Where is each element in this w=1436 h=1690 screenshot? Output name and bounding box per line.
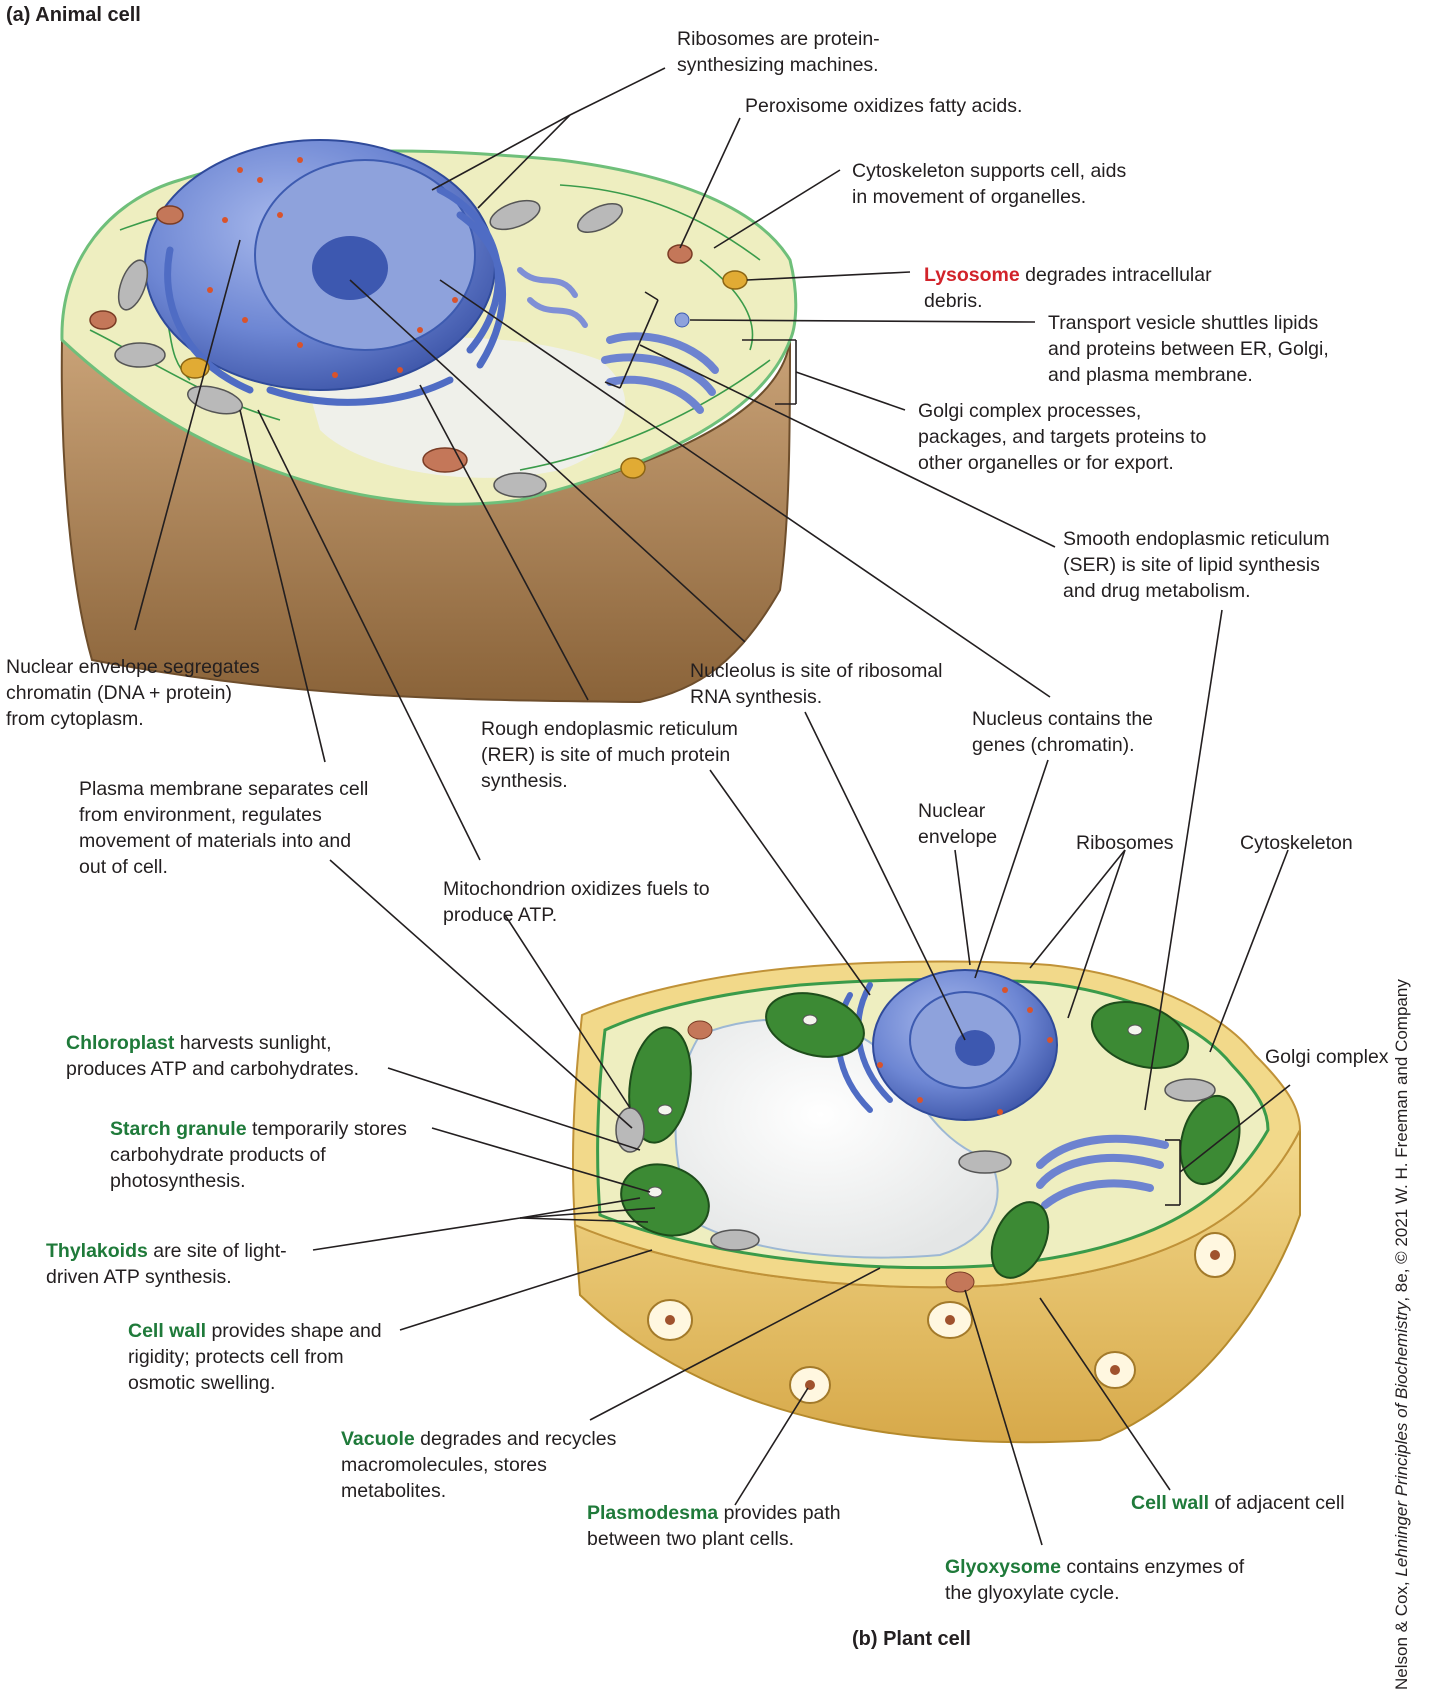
animal-ser — [517, 267, 588, 328]
label-mitochondrion: Mitochondrion oxidizes fuels to produce … — [443, 878, 710, 926]
label-smooth-er: Smooth endoplasmic reticulum (SER) is si… — [1063, 528, 1330, 602]
animal-transport-vesicle — [674, 312, 690, 328]
animal-peroxisomes — [89, 205, 693, 473]
label-cytoskeleton: Cytoskeleton supports cell, aids in move… — [852, 160, 1127, 208]
plant-ribosomes — [877, 987, 1053, 1115]
label-chloroplast: Chloroplast harvests sunlight, produces … — [66, 1032, 360, 1080]
label-glyoxysome: Glyoxysome contains enzymes of the glyox… — [945, 1556, 1245, 1604]
copyright-credit: Nelson & Cox, Lehninger Principles of Bi… — [1392, 979, 1411, 1690]
cell-illustration — [60, 67, 1302, 1546]
animal-nucleolus — [312, 236, 388, 300]
label-ribosomes: Ribosomes are protein- synthesizing mach… — [677, 28, 880, 76]
plant-cell — [571, 960, 1302, 1444]
animal-rer — [164, 186, 507, 406]
animal-mitochondria — [114, 199, 623, 498]
plant-glyoxysome — [945, 1271, 975, 1293]
plant-nucleolus — [955, 1030, 995, 1066]
label-adjacent-cell-wall: Cell wall of adjacent cell — [1131, 1492, 1345, 1514]
animal-ribosomes — [207, 157, 458, 378]
animal-lysosomes — [180, 270, 748, 479]
label-plasma-membrane: Plasma membrane separates cell from envi… — [79, 778, 369, 878]
label-nucleolus: Nucleolus is site of ribosomal RNA synth… — [690, 660, 943, 708]
animal-cell — [60, 139, 798, 704]
label-plant-nuclear-envelope: Nuclear envelope — [918, 800, 998, 848]
label-transport-vesicle: Transport vesicle shuttles lipids and pr… — [1048, 312, 1329, 386]
label-starch-granule: Starch granule temporarily stores carboh… — [110, 1118, 407, 1192]
plant-golgi — [1036, 1134, 1169, 1209]
label-plant-cytoskeleton: Cytoskeleton — [1240, 832, 1353, 854]
label-plant-ribosomes: Ribosomes — [1076, 832, 1174, 854]
animal-golgi — [601, 332, 719, 414]
label-plant-golgi: Golgi complex — [1265, 1046, 1389, 1068]
label-lysosome: Lysosome degrades intracellular debris. — [924, 264, 1212, 312]
plant-panel-title: (b) Plant cell — [852, 1628, 971, 1650]
leader-lines — [134, 67, 1291, 1546]
label-nuclear-envelope: Nuclear envelope segregates chromatin (D… — [6, 656, 260, 730]
label-plasmodesma: Plasmodesma provides path between two pl… — [587, 1502, 841, 1550]
label-peroxisome: Peroxisome oxidizes fatty acids. — [745, 95, 1023, 117]
label-golgi-complex: Golgi complex processes, packages, and t… — [918, 400, 1207, 474]
label-vacuole: Vacuole degrades and recycles macromolec… — [341, 1428, 617, 1502]
animal-panel-title: (a) Animal cell — [6, 4, 141, 26]
label-nucleus: Nucleus contains the genes (chromatin). — [972, 708, 1154, 756]
label-thylakoids: Thylakoids are site of light- driven ATP… — [46, 1240, 287, 1288]
label-rough-er: Rough endoplasmic reticulum (RER) is sit… — [481, 718, 738, 792]
label-cell-wall: Cell wall provides shape and rigidity; p… — [128, 1320, 382, 1394]
plant-chloroplasts — [620, 992, 1241, 1279]
plant-starch-granules — [647, 1014, 1143, 1198]
plant-peroxisome — [687, 1020, 713, 1040]
